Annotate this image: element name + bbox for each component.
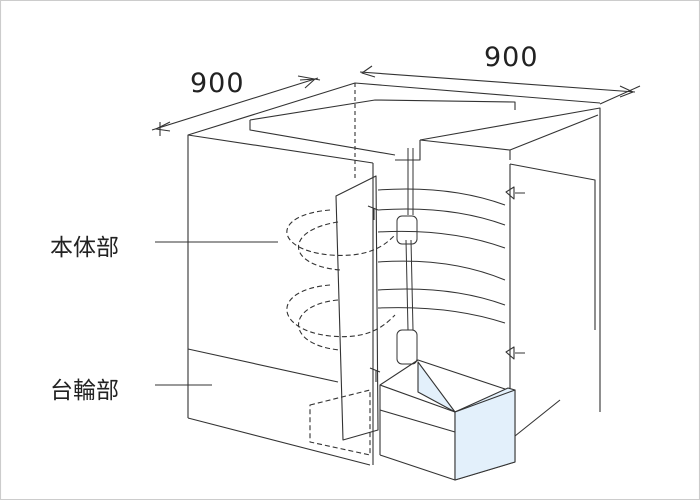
- left-cabinet: [187, 82, 601, 466]
- rotation-fittings: [396, 215, 418, 365]
- interior-lines: [377, 148, 506, 331]
- body-part-label: 本体部: [50, 235, 119, 261]
- left-door: [335, 175, 379, 441]
- dimension-line-right: [359, 65, 641, 105]
- plinth-part-label: 台輪部: [50, 378, 119, 404]
- left-width-dimension: 900: [190, 68, 245, 99]
- right-width-dimension: 900: [484, 42, 539, 73]
- hinge-icons: [367, 186, 525, 382]
- dimension-line-left: [151, 75, 321, 136]
- swing-shelves: [286, 209, 396, 456]
- drawer: [379, 359, 516, 481]
